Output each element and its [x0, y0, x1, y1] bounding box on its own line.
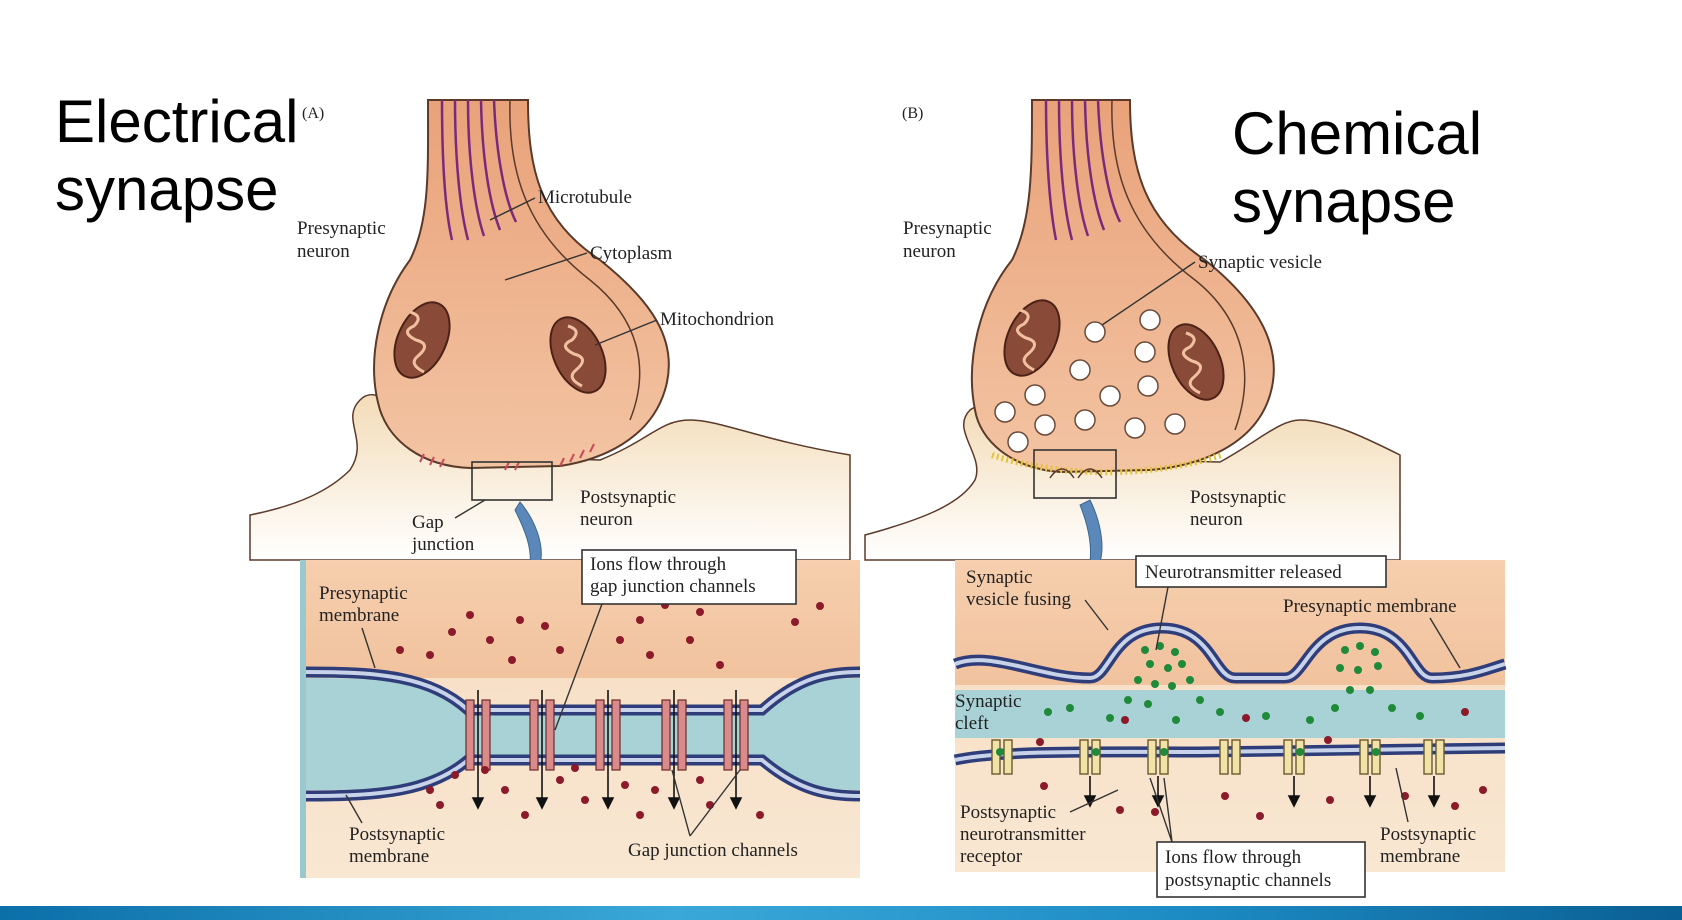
- callout-ions-flow-a-line1: Ions flow through: [590, 554, 727, 575]
- label-gap-junction-2: junction: [411, 534, 475, 555]
- label-presynaptic-membrane-a-1: Presynaptic: [319, 583, 408, 604]
- callout-nt-released-text: Neurotransmitter released: [1145, 562, 1342, 583]
- presynaptic-bouton-b: [970, 99, 1275, 474]
- postsynaptic-receptors: [991, 739, 1445, 775]
- title-chemical-synapse: Chemical synapse: [1232, 100, 1483, 235]
- label-mitochondrion: Mitochondrion: [660, 309, 774, 330]
- release-site-box: [1033, 449, 1117, 499]
- ions-a: [396, 596, 824, 819]
- label-postsynaptic-membrane-a-1: Postsynaptic: [349, 824, 445, 845]
- presynaptic-bouton-a: [373, 99, 670, 470]
- zoom-panel-a: [300, 560, 861, 878]
- label-postsynaptic-neuron-a-1: Postsynaptic: [580, 487, 676, 508]
- synaptic-vesicles: [994, 309, 1186, 453]
- mitochondrion-a1: [393, 301, 451, 379]
- gap-junction-channels: [465, 699, 749, 771]
- mitochondrion-b1: [1003, 299, 1061, 377]
- label-synaptic-cleft-2: cleft: [955, 713, 989, 734]
- mitochondrion-b2: [1167, 323, 1225, 401]
- label-gap-junction-1: Gap: [412, 512, 444, 533]
- label-postsynaptic-membrane-b-2: membrane: [1380, 846, 1460, 867]
- label-vesicle-fusing-2: vesicle fusing: [966, 589, 1072, 610]
- callout-ions-flow-a-line2: gap junction channels: [590, 576, 756, 597]
- label-gap-junction-channels: Gap junction channels: [628, 840, 798, 861]
- label-postsynaptic-neuron-b-1: Postsynaptic: [1190, 487, 1286, 508]
- neurotransmitter-molecules: [996, 642, 1424, 756]
- zoom-panel-b: [952, 560, 1507, 872]
- label-vesicle-fusing-1: Synaptic: [966, 567, 1033, 588]
- label-postsynaptic-membrane-b-1: Postsynaptic: [1380, 824, 1476, 845]
- label-receptor-2: neurotransmitter: [960, 824, 1086, 845]
- label-synaptic-cleft-1: Synaptic: [955, 691, 1022, 712]
- mitochondrion-a2: [549, 316, 607, 394]
- panel-b-letter: (B): [902, 105, 923, 122]
- callout-ions-flow-b: [1156, 841, 1366, 898]
- label-receptor-1: Postsynaptic: [960, 802, 1056, 823]
- label-presynaptic-neuron-a-2: neuron: [297, 241, 350, 262]
- label-postsynaptic-neuron-a-2: neuron: [580, 509, 633, 530]
- microtubules-b: [1044, 99, 1122, 241]
- callout-ions-flow-b-line1: Ions flow through: [1165, 847, 1302, 868]
- title-electrical-synapse: Electrical synapse: [55, 88, 299, 223]
- label-synaptic-vesicle: Synaptic vesicle: [1198, 252, 1322, 273]
- label-postsynaptic-membrane-a-2: membrane: [349, 846, 429, 867]
- label-presynaptic-neuron-a-1: Presynaptic: [297, 218, 386, 239]
- panel-a: (A) Presynaptic neuron Microtubule Cytop…: [249, 99, 861, 878]
- label-receptor-3: receptor: [960, 846, 1023, 867]
- callout-ions-flow-a: [581, 549, 797, 605]
- footer-accent-bar: [0, 906, 1682, 920]
- gap-junction-box: [471, 461, 553, 501]
- label-presynaptic-membrane-b: Presynaptic membrane: [1283, 596, 1457, 617]
- panel-b: (B) Presynaptic neuron Synaptic vesicle …: [864, 99, 1507, 898]
- callout-nt-released: [1135, 555, 1387, 588]
- microtubules-a: [440, 99, 518, 241]
- label-microtubule: Microtubule: [538, 187, 632, 208]
- label-cytoplasm: Cytoplasm: [590, 243, 673, 264]
- label-presynaptic-neuron-b-1: Presynaptic: [903, 218, 992, 239]
- label-presynaptic-neuron-b-2: neuron: [903, 241, 956, 262]
- callout-ions-flow-b-line2: postsynaptic channels: [1165, 870, 1331, 891]
- label-postsynaptic-neuron-b-2: neuron: [1190, 509, 1243, 530]
- panel-a-letter: (A): [302, 105, 324, 122]
- label-presynaptic-membrane-a-2: membrane: [319, 605, 399, 626]
- ions-b: [1036, 708, 1487, 820]
